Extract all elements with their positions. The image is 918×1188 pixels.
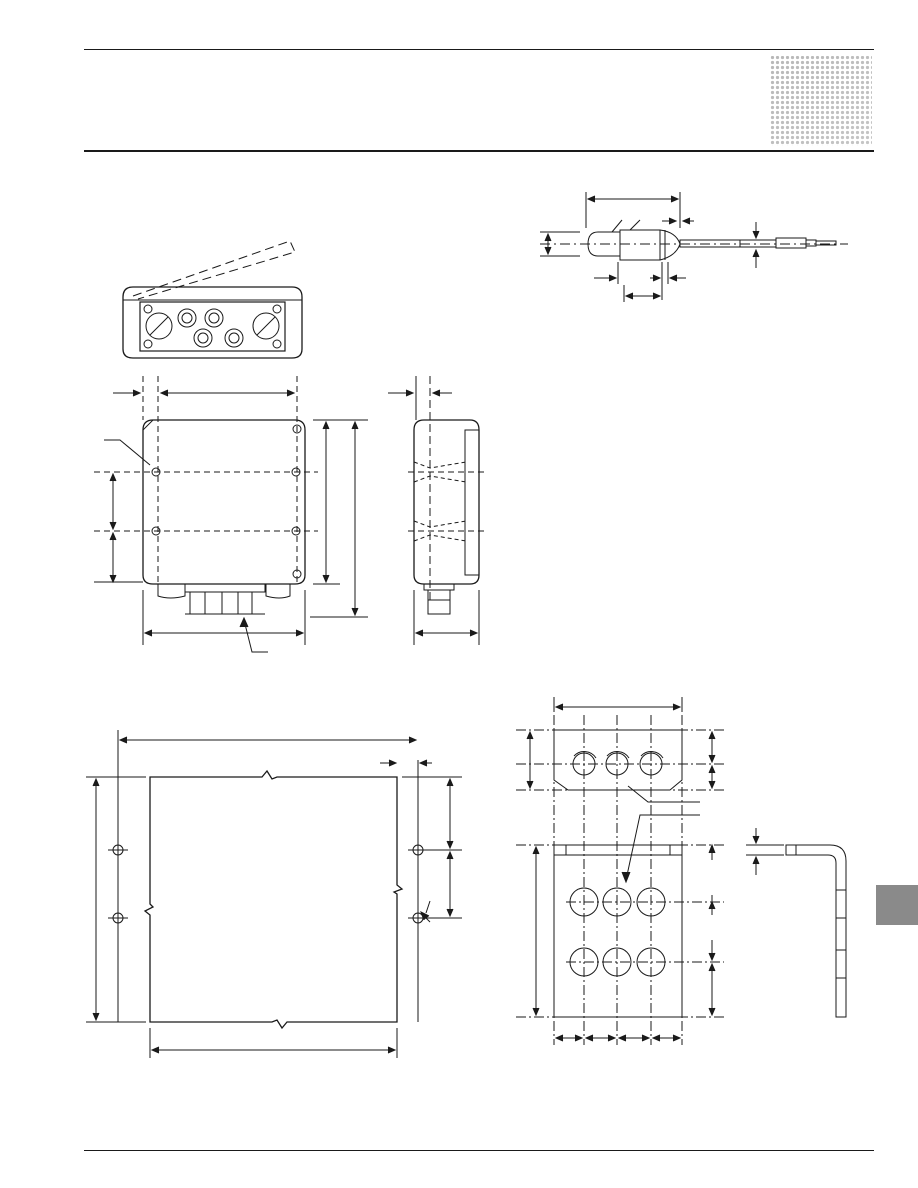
mounting-bracket-side-view xyxy=(746,828,847,1018)
header-top-rule xyxy=(84,49,874,50)
mounting-template xyxy=(86,730,462,1058)
junction-box-front-view xyxy=(94,376,368,653)
header-bottom-rule xyxy=(84,150,874,152)
sensor-probe xyxy=(540,192,848,302)
mounting-bracket-front-view xyxy=(516,697,724,1045)
footer-rule xyxy=(84,1150,874,1151)
junction-box-top-view xyxy=(122,240,303,359)
section-tab xyxy=(876,885,918,925)
junction-box-side-view xyxy=(388,376,486,645)
